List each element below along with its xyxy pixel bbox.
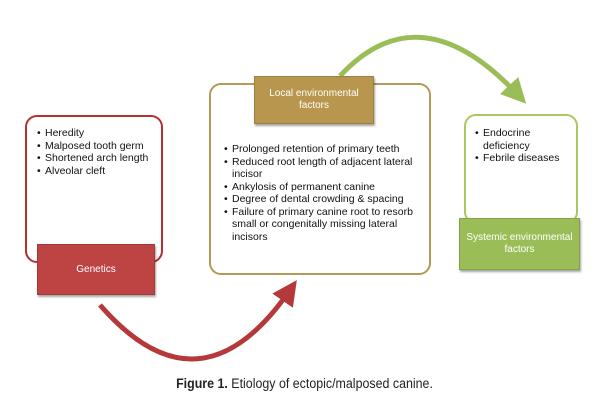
list-item: Endocrine deficiency [475,127,572,152]
systemic-factors-box: Endocrine deficiency Febrile diseases [464,114,578,224]
list-item: Alveolar cleft [37,165,155,178]
genetics-label: Genetics [37,244,155,295]
list-item: Failure of primary canine root to resorb… [224,206,423,244]
list-item: Ankylosis of permanent canine [224,181,423,194]
systemic-factors-label: Systemic environmental factors [459,218,580,270]
local-factors-label: Local environmental factors [254,76,374,124]
genetics-list: Heredity Malposed tooth germ Shortened a… [37,127,155,177]
list-item: Malposed tooth germ [37,140,155,153]
figure-caption: Figure 1. Etiology of ectopic/malposed c… [24,376,584,391]
list-item: Shortened arch length [37,152,155,165]
arrow-local-to-systemic [338,34,527,104]
list-item: Febrile diseases [475,152,572,165]
arrow-genetics-to-local [98,280,297,362]
local-factors-list: Prolonged retention of primary teeth Red… [224,143,423,243]
list-item: Prolonged retention of primary teeth [224,143,423,156]
genetics-box: Heredity Malposed tooth germ Shortened a… [25,115,163,263]
list-item: Heredity [37,127,155,140]
list-item: Reduced root length of adjacent lateral … [224,156,423,181]
list-item: Degree of dental crowding & spacing [224,193,423,206]
figure-number: Figure 1. [176,376,228,391]
systemic-factors-list: Endocrine deficiency Febrile diseases [475,127,572,165]
caption-text: Etiology of ectopic/malposed canine. [231,376,433,391]
